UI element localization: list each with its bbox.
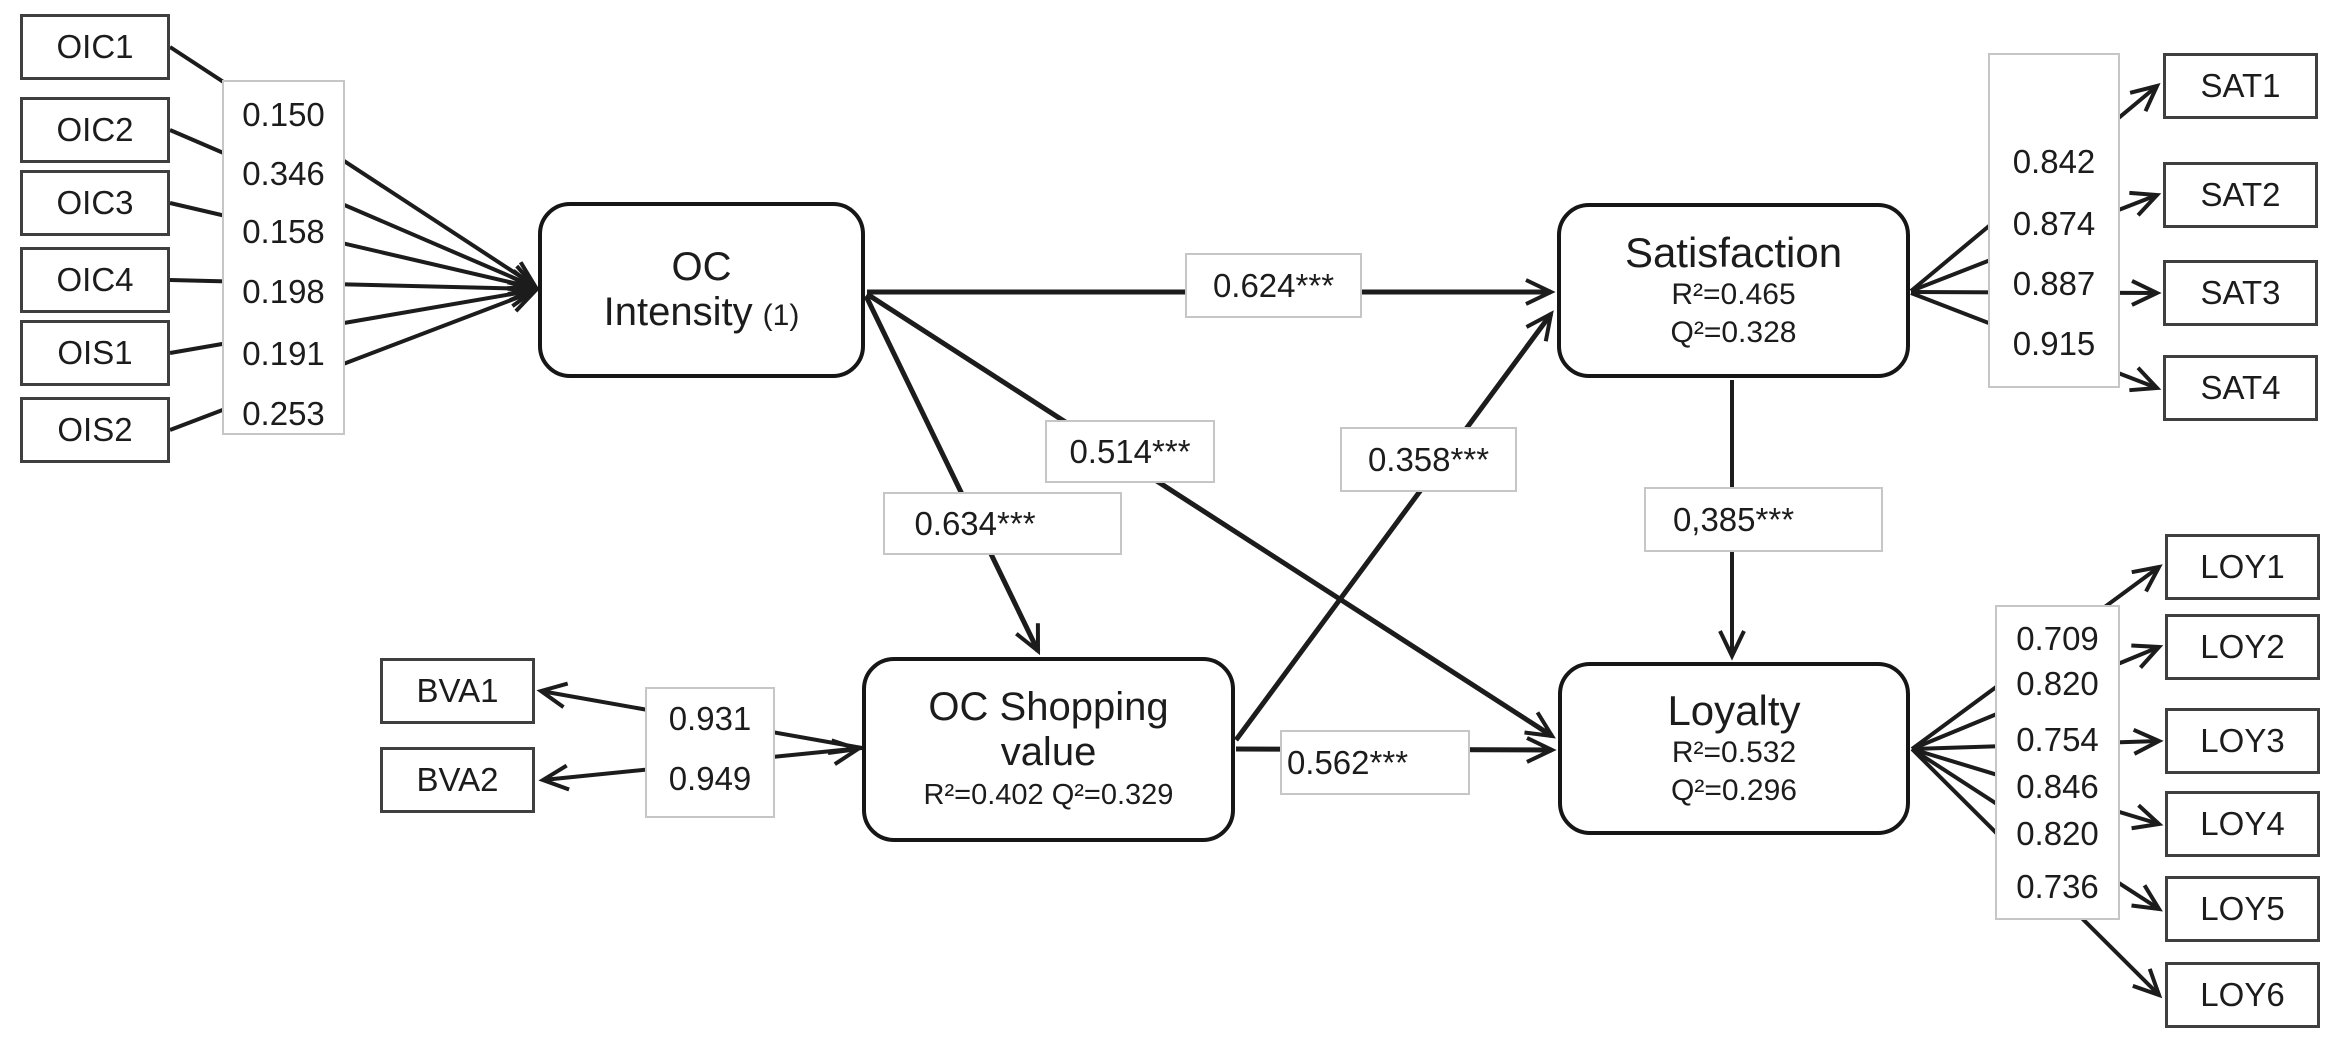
satisfaction-r2: R²=0.465 [1671,277,1796,311]
loyalty-q2: Q²=0.296 [1671,774,1797,808]
latent-satisfaction: Satisfaction R²=0.465 Q²=0.328 [1557,203,1910,378]
indicator-oic3-label: OIC3 [56,184,134,221]
indicator-loy6: LOY6 [2165,962,2320,1028]
indicator-loy5: LOY5 [2165,876,2320,942]
indicator-oic4: OIC4 [20,247,170,313]
loyalty-loadings-panel: 0.709 0.820 0.754 0.846 0.820 0.736 [1995,605,2120,920]
coef-intensity-loyalty: 0.514*** [1045,420,1215,483]
weight-ois2: 0.253 [242,395,325,432]
indicator-ois2: OIS2 [20,397,170,463]
indicator-oic1-label: OIC1 [56,28,134,65]
satisfaction-q2: Q²=0.328 [1670,316,1797,350]
weight-ois1: 0.191 [242,335,325,372]
indicator-oic4-label: OIC4 [56,261,134,298]
loading-sat2: 0.874 [2012,205,2096,242]
indicator-bva2: BVA2 [380,747,535,813]
indicator-oic3: OIC3 [20,170,170,236]
indicator-ois2-label: OIS2 [57,411,133,448]
indicator-ois1: OIS1 [20,320,170,386]
indicator-loy1-label: LOY1 [2200,548,2285,585]
oc-intensity-text1: OC [671,244,732,289]
coef-shopping-loyalty-value: 0.562*** [1286,743,1409,781]
loading-sat3: 0.887 [2012,265,2096,302]
indicator-sat3-label: SAT3 [2200,274,2281,311]
indicator-bva1: BVA1 [380,658,535,724]
coef-shopping-satisfaction: 0.358*** [1340,427,1517,492]
indicator-loy2: LOY2 [2165,614,2320,680]
indicator-sat2: SAT2 [2163,162,2318,228]
loyalty-r2: R²=0.532 [1671,735,1797,769]
latent-oc-shopping-value: OC Shopping value R²=0.402 Q²=0.329 [862,657,1235,842]
indicator-bva1-label: BVA1 [416,672,499,709]
loading-sat1: 0.842 [2012,143,2096,180]
weight-oic1: 0.150 [242,96,325,133]
indicator-ois1-label: OIS1 [57,334,133,371]
coef-shopping-satisfaction-value: 0.358*** [1367,440,1490,478]
indicator-loy4-label: LOY4 [2200,805,2285,842]
indicator-oic1: OIC1 [20,14,170,80]
indicator-sat4-label: SAT4 [2200,369,2281,406]
oc-intensity-title-line1: OC [672,245,732,290]
latent-oc-intensity: OC Intensity (1) [538,202,865,378]
indicator-sat4: SAT4 [2163,355,2318,421]
loading-loy5: 0.820 [2016,815,2099,852]
oc-intensity-title-line2: Intensity (1) [604,290,800,335]
loading-loy6: 0.736 [2016,868,2099,905]
path-shopping-value-to-satisfaction [1233,310,1554,742]
indicator-sat3: SAT3 [2163,260,2318,326]
indicator-oic2: OIC2 [20,97,170,163]
indicator-loy5-label: LOY5 [2200,890,2285,927]
coef-intensity-satisfaction-value: 0.624*** [1212,266,1335,304]
indicator-oic2-label: OIC2 [56,111,134,148]
shopping-value-stats: R²=0.402 Q²=0.329 [923,778,1174,811]
oc-intensity-text2: Intensity [603,290,753,334]
oc-intensity-suffix: (1) [762,299,800,332]
oc-intensity-weights-panel: 0.150 0.346 0.158 0.198 0.191 0.253 [222,80,345,435]
loading-bva2: 0.949 [668,760,752,797]
shopping-value-title-line1: OC Shopping [928,685,1168,730]
indicator-loy1: LOY1 [2165,534,2320,600]
coef-intensity-shopping-value: 0.634*** [914,504,1036,542]
indicator-loy2-label: LOY2 [2200,628,2285,665]
loading-bva1: 0.931 [668,700,752,737]
weight-oic3: 0.158 [242,213,325,250]
latent-loyalty: Loyalty R²=0.532 Q²=0.296 [1558,662,1910,835]
weight-oic4: 0.198 [242,273,325,310]
coef-satisfaction-loyalty: 0,385*** [1644,487,1883,552]
satisfaction-loadings-panel: 0.842 0.874 0.887 0.915 [1988,53,2120,388]
satisfaction-title: Satisfaction [1624,228,1843,276]
coef-satisfaction-loyalty-value: 0,385*** [1672,500,1795,538]
weight-oic2: 0.346 [242,155,325,192]
shopping-value-text2: value [1000,730,1097,775]
indicator-bva2-label: BVA2 [416,761,499,798]
coef-shopping-loyalty: 0.562*** [1280,730,1470,795]
loading-loy2: 0.820 [2016,665,2099,702]
path-oc-intensity-to-loyalty [865,291,1556,739]
loading-loy1: 0.709 [2016,620,2099,657]
loading-loy4: 0.846 [2016,768,2099,805]
coef-intensity-loyalty-value: 0.514*** [1069,432,1191,470]
shopping-value-title-line2: value [1001,730,1097,775]
coef-intensity-shopping: 0.634*** [883,492,1122,555]
indicator-sat1: SAT1 [2163,53,2318,119]
indicator-loy6-label: LOY6 [2200,976,2285,1013]
coef-intensity-satisfaction: 0.624*** [1185,253,1362,318]
shopping-value-text1: OC Shopping [928,685,1169,730]
indicator-sat2-label: SAT2 [2200,176,2281,213]
loyalty-title: Loyalty [1667,686,1801,734]
arrowhead-into-shopping-value [827,738,863,766]
loading-sat4: 0.915 [2012,325,2096,362]
indicator-loy3: LOY3 [2165,708,2320,774]
indicator-loy4: LOY4 [2165,791,2320,857]
indicator-sat1-label: SAT1 [2200,67,2281,104]
loading-loy3: 0.754 [2016,721,2099,758]
path-oc-intensity-to-shopping-value [863,294,1041,656]
shopping-value-loadings-panel: 0.931 0.949 [645,687,775,818]
indicator-loy3-label: LOY3 [2200,722,2285,759]
